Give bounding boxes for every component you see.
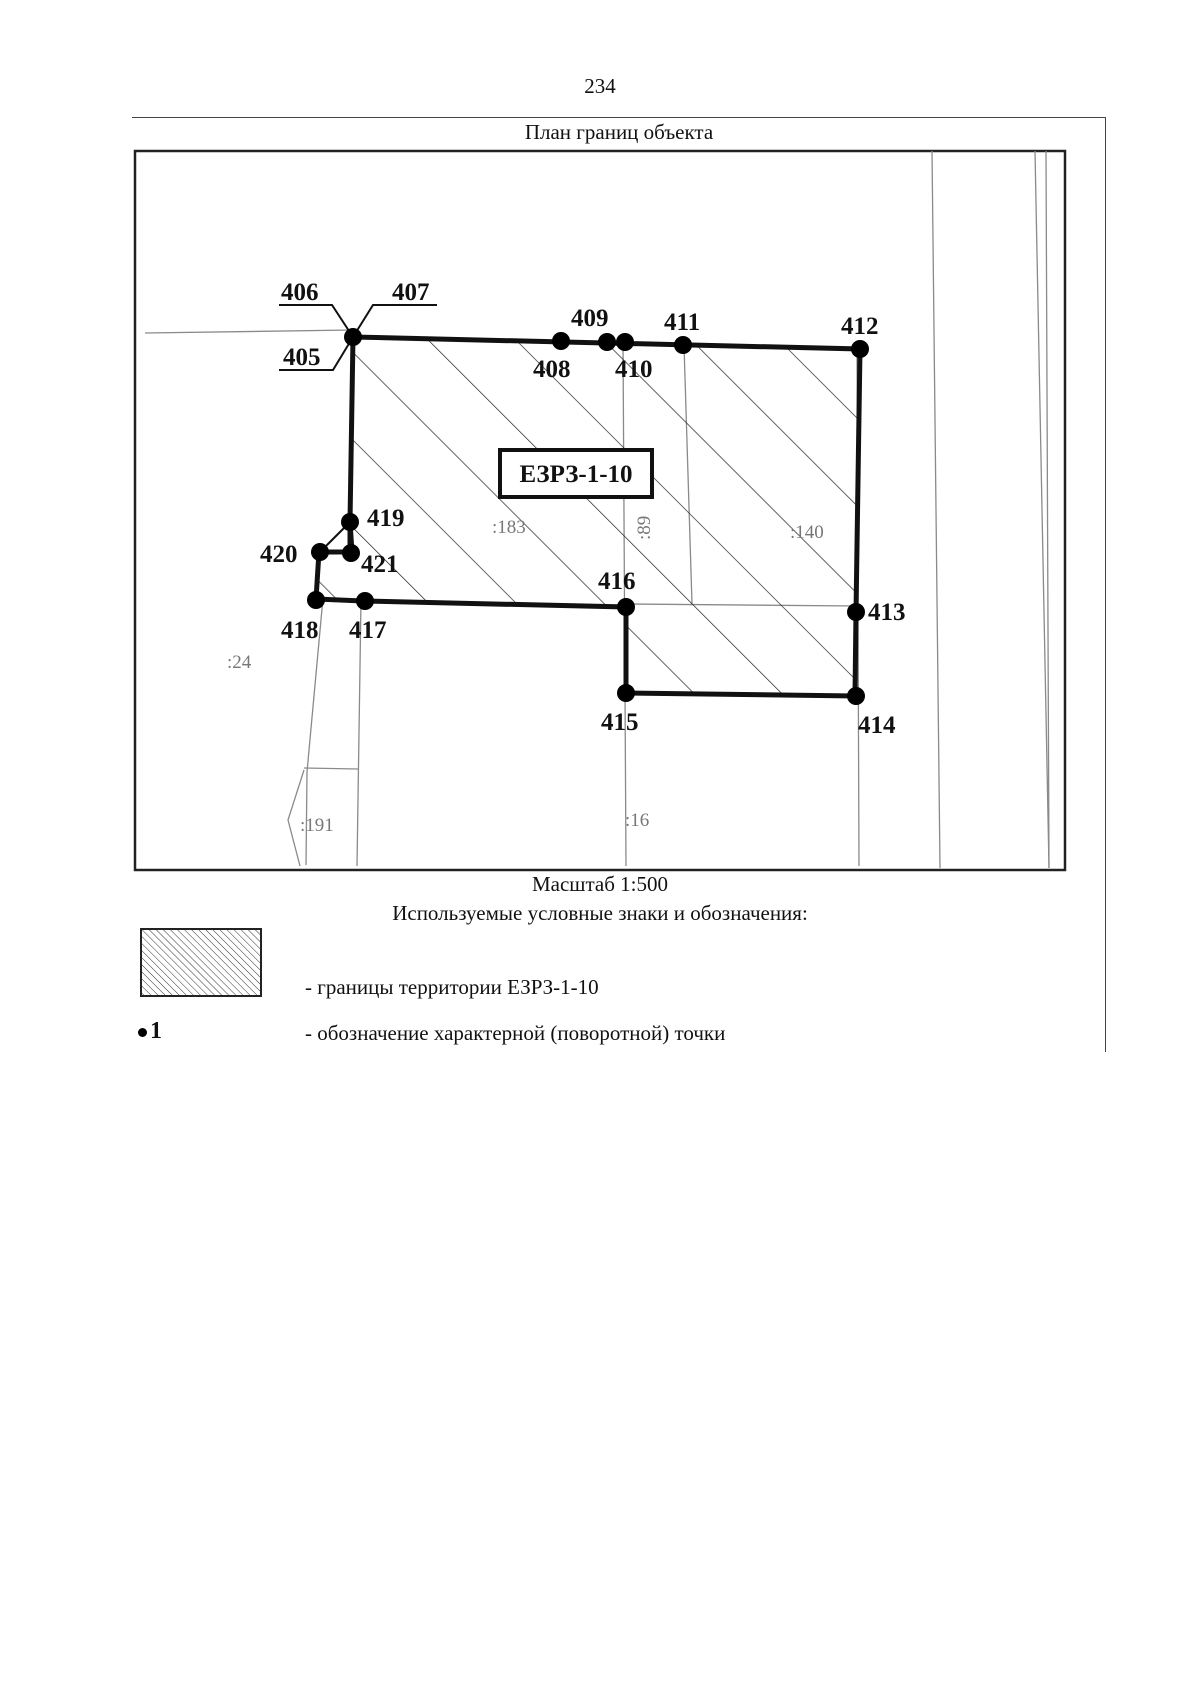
- point-414: [847, 687, 865, 705]
- point-417: [356, 592, 374, 610]
- point-label-414: 414: [858, 712, 896, 739]
- legend-heading: Используемые условные знаки и обозначени…: [392, 901, 808, 925]
- point-label-419: 419: [367, 505, 405, 532]
- point-label-416: 416: [598, 568, 636, 595]
- zone-label-box: [498, 448, 654, 499]
- point-label-410: 410: [615, 356, 653, 383]
- point-label-413: 413: [868, 599, 906, 626]
- point-label-409: 409: [571, 305, 609, 332]
- point-label-408: 408: [533, 356, 571, 383]
- point-412: [851, 340, 869, 358]
- point-label-418: 418: [281, 617, 319, 644]
- boundary-points: [307, 328, 869, 705]
- point-label-405: 405: [283, 344, 321, 371]
- zone-label: ЕЗРЗ-1-10: [519, 461, 632, 488]
- point-413: [847, 603, 865, 621]
- parcel-label-89: :89: [634, 516, 655, 540]
- boundary-map: 406 407 405 408 409 410 411 412 413 414 …: [133, 149, 1067, 872]
- legend-point-symbol: 1: [138, 1018, 162, 1045]
- point-label-412: 412: [841, 313, 879, 340]
- page-number: 234: [584, 74, 616, 98]
- frame-top-line: [132, 117, 1106, 118]
- parcel-label-16: :16: [625, 810, 649, 831]
- point-418: [307, 591, 325, 609]
- legend-point-text: - обозначение характерной (поворотной) т…: [305, 1021, 726, 1045]
- point-405-407: [344, 328, 362, 346]
- point-408: [552, 332, 570, 350]
- map-frame: [133, 149, 1067, 872]
- parcel-label-24: :24: [227, 652, 252, 673]
- point-dot-icon: [138, 1027, 147, 1037]
- scale-text: Масштаб 1:500: [531, 872, 668, 896]
- point-label-406: 406: [281, 279, 319, 306]
- legend-hatch-swatch: [140, 928, 262, 997]
- parcel-label-191: :191: [300, 815, 334, 836]
- plan-title: План границ объекта: [524, 120, 714, 144]
- frame-right-line: [1105, 117, 1106, 1052]
- point-label-417: 417: [349, 617, 387, 644]
- point-420: [311, 543, 329, 561]
- parcel-label-140: :140: [790, 522, 824, 543]
- point-421: [342, 544, 360, 562]
- point-410: [616, 333, 634, 351]
- parcel-label-183: :183: [492, 517, 526, 538]
- point-416: [617, 598, 635, 616]
- legend-area-text: - границы территории ЕЗРЗ-1-10: [305, 975, 599, 999]
- point-411: [674, 336, 692, 354]
- point-label-420: 420: [260, 541, 298, 568]
- point-409: [598, 333, 616, 351]
- point-label-415: 415: [601, 709, 639, 736]
- point-415: [617, 684, 635, 702]
- point-label-421: 421: [361, 551, 399, 578]
- point-label-407: 407: [392, 279, 430, 306]
- point-419: [341, 513, 359, 531]
- zone-hatch-area: [316, 337, 860, 696]
- legend-point-number: 1: [150, 1018, 162, 1044]
- point-label-411: 411: [664, 309, 700, 336]
